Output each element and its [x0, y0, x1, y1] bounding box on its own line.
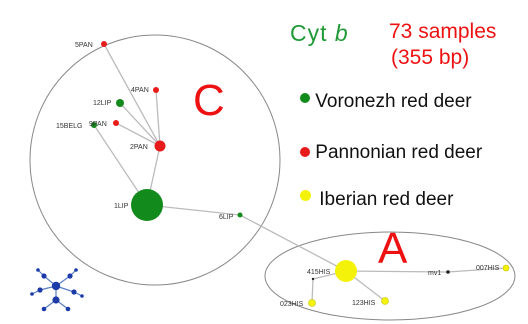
node-12lip	[116, 99, 124, 107]
gene-title: Cyt b	[290, 20, 349, 47]
label-15belg: 15BELG	[56, 123, 82, 130]
node-mv1	[446, 270, 450, 274]
samples-count: 73 samples	[389, 20, 497, 43]
sequence-length: (355 bp)	[391, 46, 470, 69]
node-2pan	[154, 140, 166, 152]
cluster-c-circle	[29, 34, 281, 286]
label-007his: 007HIS	[476, 265, 500, 272]
label-12lip: 12LIP	[93, 100, 112, 107]
legend-item-iberian: Iberian red deer	[300, 189, 453, 211]
legend-dot-iberian	[300, 190, 311, 201]
gene-prefix: Cyt	[290, 20, 328, 46]
cluster-label-c: C	[193, 76, 225, 125]
legend-label-iberian: Iberian red deer	[319, 189, 454, 210]
node-023his	[308, 299, 316, 307]
label-6lip: 6LIP	[219, 214, 234, 221]
sample-info: 73 samples (355 bp)	[389, 19, 496, 71]
legend-item-voronezh: Voronezh red deer	[300, 91, 472, 113]
node-123his	[381, 297, 389, 305]
node-007his	[502, 264, 510, 272]
node-median-small	[311, 277, 315, 281]
network-logo-icon	[30, 268, 84, 312]
legend-dot-pannonian	[300, 147, 310, 157]
node-9pan	[113, 120, 119, 126]
label-9pan: 9PAN	[89, 121, 107, 128]
legend-label-pannonian: Pannonian red deer	[315, 142, 483, 163]
cluster-label-a: A	[378, 224, 408, 273]
legend-label-voronezh: Voronezh red deer	[315, 91, 472, 112]
label-2pan: 2PAN	[130, 144, 148, 151]
node-15belg	[91, 122, 97, 128]
legend-dot-voronezh	[300, 93, 310, 103]
node-5pan	[101, 41, 107, 47]
label-023his: 023HIS	[280, 301, 304, 308]
label-5pan: 5PAN	[75, 42, 93, 49]
label-1lip: 1LIP	[114, 203, 129, 210]
network-edges	[93, 43, 507, 304]
node-6lip	[237, 212, 243, 218]
cluster-a-ellipse	[264, 231, 516, 321]
node-1lip	[131, 189, 163, 221]
legend-item-pannonian: Pannonian red deer	[300, 142, 482, 164]
gene-italic: b	[334, 20, 349, 46]
node-415his	[335, 260, 357, 282]
label-mv1: mv1	[428, 270, 441, 277]
label-123his: 123HIS	[352, 300, 376, 307]
label-415his: 415HIS	[307, 269, 331, 276]
node-4pan	[153, 87, 159, 93]
label-4pan: 4PAN	[131, 87, 149, 94]
